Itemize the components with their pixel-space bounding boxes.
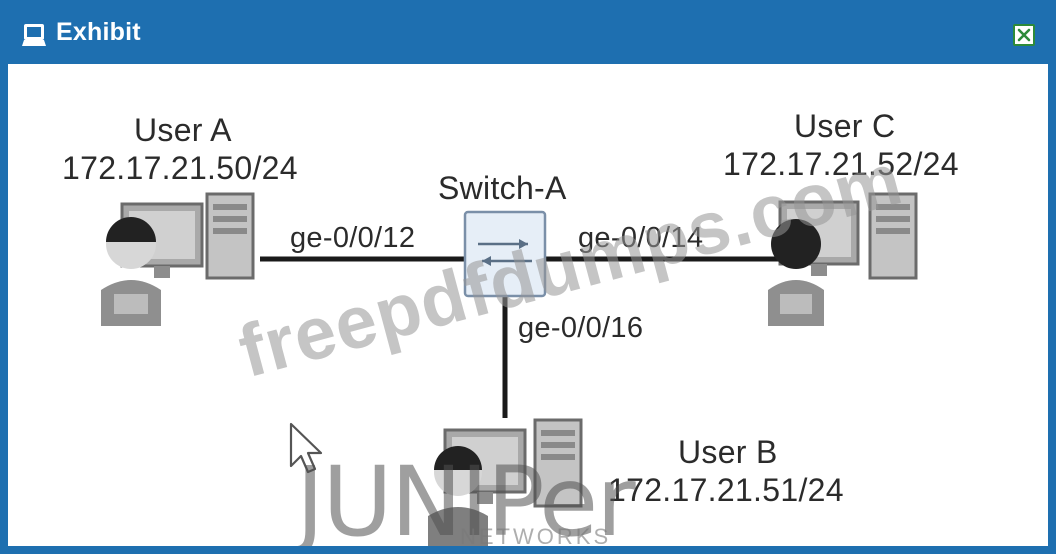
tower-icon <box>533 418 583 508</box>
switch-a-device <box>463 210 547 298</box>
close-button[interactable] <box>1013 24 1035 46</box>
monitor-icon <box>443 428 527 504</box>
user-icon <box>428 446 488 546</box>
user-b-ip: 172.17.21.51/24 <box>608 472 844 508</box>
switch-arrows-icon <box>478 239 532 266</box>
user-c-ip: 172.17.21.52/24 <box>723 146 959 182</box>
brand-sub-text: NETWORKS <box>460 524 612 546</box>
user-a-workstation <box>101 192 255 326</box>
port-ge-0-0-12: ge-0/0/12 <box>290 222 416 254</box>
monitor-icon <box>22 24 46 46</box>
brand-logo-text: JUNIPer <box>296 446 636 546</box>
user-icon <box>101 217 161 326</box>
user-icon <box>768 219 824 326</box>
user-c-workstation <box>768 192 918 326</box>
tower-icon <box>205 192 255 280</box>
window-title: Exhibit <box>56 18 141 46</box>
close-x-icon <box>1017 28 1031 42</box>
user-b-name: User B <box>678 434 778 470</box>
mouse-pointer-icon <box>289 422 323 474</box>
tower-icon <box>868 192 918 280</box>
title-bar: Exhibit <box>0 0 1056 64</box>
user-a-ip: 172.17.21.50/24 <box>62 150 298 186</box>
user-c-name: User C <box>794 108 896 144</box>
network-diagram <box>101 192 918 546</box>
user-a-name: User A <box>134 112 232 148</box>
exhibit-content: User A 172.17.21.50/24 User C 172.17.21.… <box>8 64 1048 546</box>
port-ge-0-0-16: ge-0/0/16 <box>518 312 644 344</box>
user-b-workstation <box>428 418 583 546</box>
switch-a-label: Switch-A <box>438 170 567 206</box>
port-ge-0-0-14: ge-0/0/14 <box>578 222 704 254</box>
